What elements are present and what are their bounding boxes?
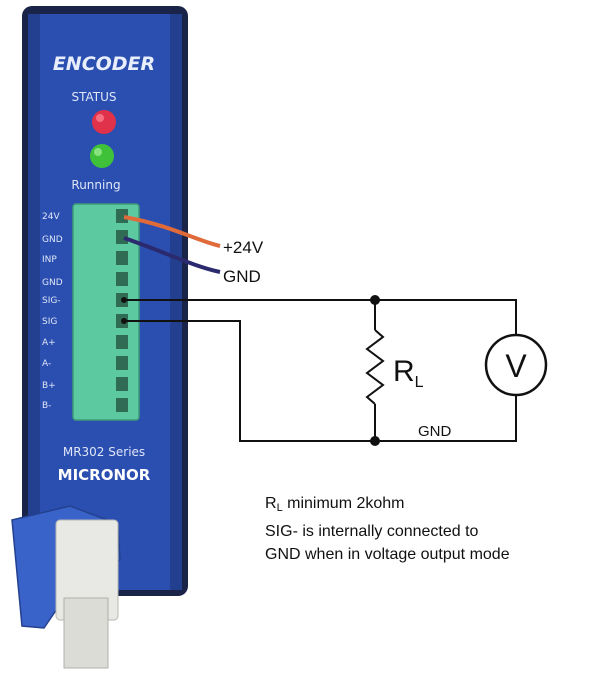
module-header: ENCODER: [53, 53, 155, 75]
voltmeter-symbol: [484, 333, 548, 397]
junction-top: [370, 295, 380, 305]
signal-circuit: [124, 299, 517, 442]
note-line-1: RL minimum 2kohm: [265, 492, 510, 520]
module-edge: [28, 14, 40, 590]
wire-sig: [124, 320, 517, 442]
terminal-label-b-minus: B-: [42, 401, 51, 411]
terminal-label-sig-minus: SIG-: [42, 296, 61, 306]
wire-gnd: [123, 236, 221, 274]
terminal-label-a-minus: A-: [42, 359, 51, 369]
voltmeter-label: V: [505, 348, 527, 384]
status-led-red-glow: [96, 114, 104, 122]
terminal-dot-sig: [121, 318, 127, 324]
terminal-labels: 24V GND INP GND SIG- SIG A+ A- B+ B-: [42, 212, 63, 411]
note-resistor-subscript: L: [276, 502, 283, 514]
connector-boot: [63, 597, 109, 669]
series-label: MR302 Series: [63, 445, 145, 459]
note-line-3: GND when in voltage output mode: [265, 546, 510, 563]
terminal-slot: [116, 209, 128, 223]
note-resistor-symbol: R: [265, 495, 277, 512]
terminal-slot: [116, 377, 128, 391]
terminal-dot-sig-minus: [121, 297, 127, 303]
terminal-label-gnd-1: GND: [42, 235, 63, 245]
resistor-zigzag: [365, 329, 385, 405]
status-led-red: [92, 110, 116, 134]
running-label: Running: [71, 178, 120, 192]
circuit-gnd-label: GND: [418, 423, 452, 440]
terminal-label-gnd-2: GND: [42, 278, 63, 288]
terminal-label-24v: 24V: [42, 212, 60, 222]
terminal-label-b-plus: B+: [42, 381, 56, 391]
terminal-screws: [116, 209, 128, 412]
running-led-green: [90, 144, 114, 168]
running-led-green-glow: [94, 148, 102, 156]
terminal-slot: [116, 335, 128, 349]
terminal-block: [72, 203, 140, 421]
terminal-slot: [116, 398, 128, 412]
terminal-slot: [116, 251, 128, 265]
resistor-label: RL: [393, 355, 424, 391]
terminal-slot: [116, 230, 128, 244]
label-plus-24v: +24V: [223, 238, 264, 257]
circuit-note: RL minimum 2kohm SIG- is internally conn…: [265, 492, 510, 566]
terminal-slot: [116, 356, 128, 370]
resistor-subscript: L: [415, 374, 424, 391]
note-line-1-text: minimum 2kohm: [282, 495, 405, 512]
terminal-label-sig: SIG: [42, 317, 57, 327]
wire-sig-minus: [124, 299, 517, 335]
power-wires: [123, 215, 221, 274]
resistor-symbol: R: [393, 355, 415, 388]
status-label: STATUS: [71, 90, 116, 104]
terminal-label-a-plus: A+: [42, 338, 56, 348]
encoder-module: ENCODER STATUS Running 24V GND INP GND S…: [22, 6, 188, 596]
terminal-label-inp: INP: [42, 255, 57, 265]
module-edge-right: [170, 14, 182, 590]
terminal-slot: [116, 272, 128, 286]
note-line-2: SIG- is internally connected to: [265, 523, 479, 540]
label-gnd-wire: GND: [223, 267, 261, 286]
brand-label: MICRONOR: [58, 466, 151, 484]
fiber-connector: [11, 505, 121, 669]
junction-bottom: [370, 436, 380, 446]
wire-24v: [123, 215, 221, 248]
